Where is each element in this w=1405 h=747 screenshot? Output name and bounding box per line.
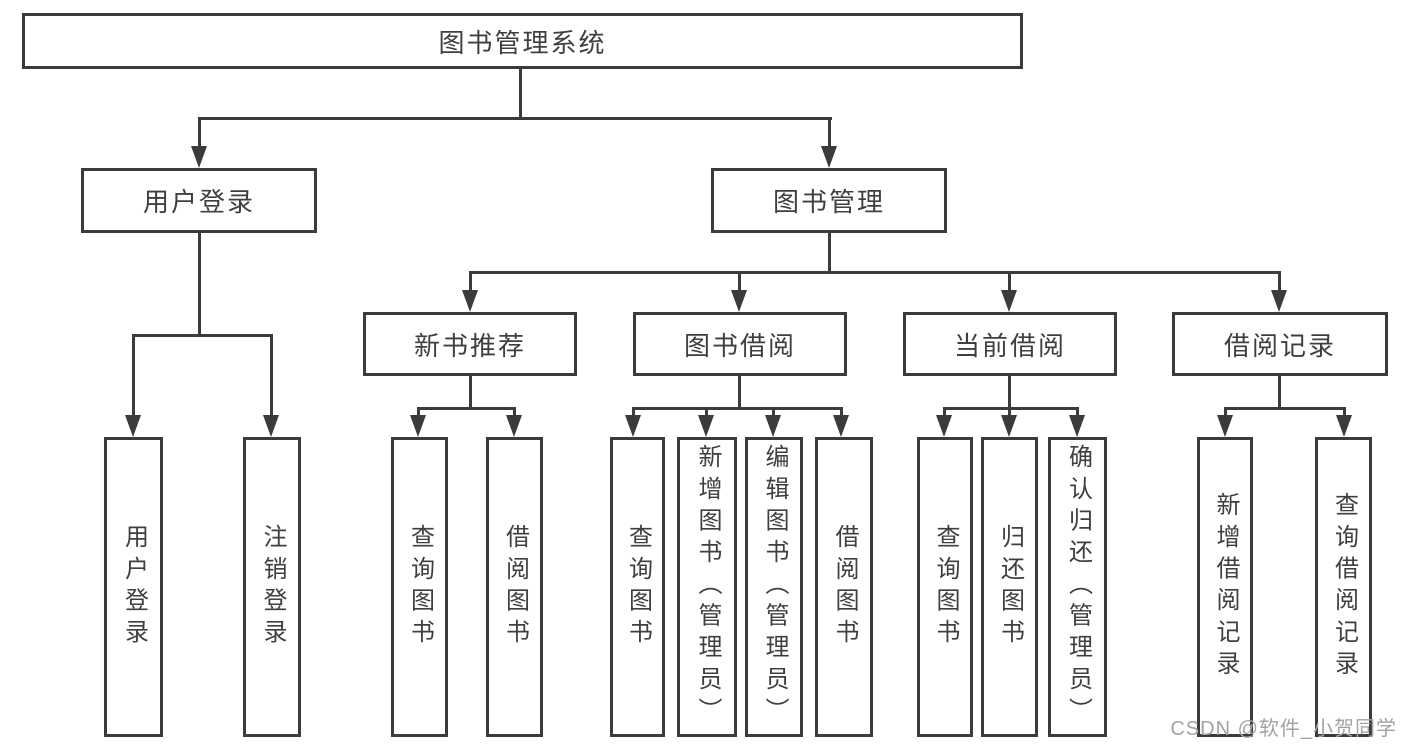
connector-line xyxy=(1278,376,1281,409)
leaf-label: 查询借阅记录 xyxy=(1330,491,1358,683)
connector-line xyxy=(738,376,741,409)
leaf-confirm-return-admin: 确认归还（管理员） xyxy=(1048,437,1107,737)
connector-line xyxy=(132,334,273,337)
node-label: 当前借阅 xyxy=(953,330,1066,361)
connector-line xyxy=(1008,271,1011,292)
node-current-borrow: 当前借阅 xyxy=(903,312,1117,376)
connector-line xyxy=(1076,407,1079,417)
leaf-label: 查询图书 xyxy=(624,523,652,651)
leaf-label: 借阅图书 xyxy=(501,523,529,651)
leaf-edit-book-admin: 编辑图书（管理员） xyxy=(745,437,803,737)
connector-line xyxy=(198,117,201,149)
leaf-label: 归还图书 xyxy=(996,523,1024,651)
leaf-return-books: 归还图书 xyxy=(981,437,1038,737)
node-new-book-recommend: 新书推荐 xyxy=(363,312,577,376)
leaf-add-borrow-record: 新增借阅记录 xyxy=(1197,437,1253,737)
arrowhead-icon xyxy=(506,415,522,437)
connector-line xyxy=(943,407,946,417)
connector-line xyxy=(469,271,1281,274)
connector-line xyxy=(417,407,420,417)
connector-line xyxy=(270,334,273,417)
arrowhead-icon xyxy=(731,290,747,312)
arrowhead-icon xyxy=(462,290,478,312)
connector-line xyxy=(417,407,516,410)
arrowhead-icon xyxy=(698,415,714,437)
leaf-label: 用户登录 xyxy=(120,523,148,651)
node-book-management: 图书管理 xyxy=(711,168,947,233)
node-label: 图书管理系统 xyxy=(438,27,607,58)
arrowhead-icon xyxy=(821,146,837,168)
connector-line xyxy=(828,117,831,149)
node-label: 图书管理 xyxy=(772,187,885,217)
connector-line xyxy=(632,407,635,417)
connector-line xyxy=(198,233,201,336)
connector-line xyxy=(828,233,831,274)
arrowhead-icon xyxy=(1271,290,1287,312)
node-user-login: 用户登录 xyxy=(81,168,317,233)
node-book-borrow: 图书借阅 xyxy=(633,312,847,376)
arrowhead-icon xyxy=(1336,415,1352,437)
arrowhead-icon xyxy=(125,415,141,437)
leaf-borrow-books: 借阅图书 xyxy=(815,437,873,737)
connector-line xyxy=(840,407,843,417)
connector-line xyxy=(469,376,472,409)
connector-line xyxy=(469,271,472,292)
connector-line xyxy=(1343,407,1346,417)
connector-line xyxy=(1008,376,1011,409)
arrowhead-icon xyxy=(1069,415,1085,437)
leaf-borrow-books-recommend: 借阅图书 xyxy=(486,437,543,737)
arrowhead-icon xyxy=(191,146,207,168)
leaf-query-books-borrow: 查询图书 xyxy=(610,437,665,737)
arrowhead-icon xyxy=(1001,415,1017,437)
arrowhead-icon xyxy=(410,415,426,437)
leaf-label: 查询图书 xyxy=(932,523,959,651)
arrowhead-icon xyxy=(1217,415,1233,437)
node-label: 借阅记录 xyxy=(1223,330,1336,361)
leaf-query-books-current: 查询图书 xyxy=(917,437,973,737)
leaf-label: 注销登录 xyxy=(259,523,286,651)
connector-line xyxy=(943,407,1079,410)
connector-line xyxy=(1008,407,1011,417)
node-borrow-records: 借阅记录 xyxy=(1172,312,1388,376)
arrowhead-icon xyxy=(936,415,952,437)
connector-line xyxy=(1224,407,1227,417)
connector-line xyxy=(519,69,522,119)
leaf-label: 查询图书 xyxy=(406,523,434,651)
leaf-query-books-recommend: 查询图书 xyxy=(391,437,448,737)
arrowhead-icon xyxy=(263,415,279,437)
connector-line xyxy=(738,271,741,292)
leaf-add-book-admin: 新增图书（管理员） xyxy=(677,437,737,737)
leaf-label: 新增图书（管理员） xyxy=(694,444,721,730)
connector-line xyxy=(705,407,708,417)
leaf-label: 编辑图书（管理员） xyxy=(761,444,788,730)
leaf-logout: 注销登录 xyxy=(243,437,301,737)
arrowhead-icon xyxy=(833,415,849,437)
leaf-label: 新增借阅记录 xyxy=(1212,491,1239,683)
connector-line xyxy=(132,334,135,417)
leaf-label: 借阅图书 xyxy=(831,523,858,651)
connector-line xyxy=(198,117,832,120)
node-label: 图书借阅 xyxy=(683,330,796,361)
connector-line xyxy=(1224,407,1346,410)
node-library-management-system: 图书管理系统 xyxy=(22,13,1023,69)
arrowhead-icon xyxy=(625,415,641,437)
connector-line xyxy=(1278,271,1281,292)
csdn-watermark: CSDN @软件_小贺同学 xyxy=(1170,718,1397,740)
leaf-query-borrow-record: 查询借阅记录 xyxy=(1315,437,1372,737)
leaf-label: 确认归还（管理员） xyxy=(1064,444,1092,730)
connector-line xyxy=(772,407,775,417)
arrowhead-icon xyxy=(765,415,781,437)
node-label: 用户登录 xyxy=(142,187,255,217)
connector-line xyxy=(632,407,843,410)
node-label: 新书推荐 xyxy=(413,330,526,361)
connector-line xyxy=(513,407,516,417)
arrowhead-icon xyxy=(1001,290,1017,312)
leaf-user-login: 用户登录 xyxy=(104,437,163,737)
